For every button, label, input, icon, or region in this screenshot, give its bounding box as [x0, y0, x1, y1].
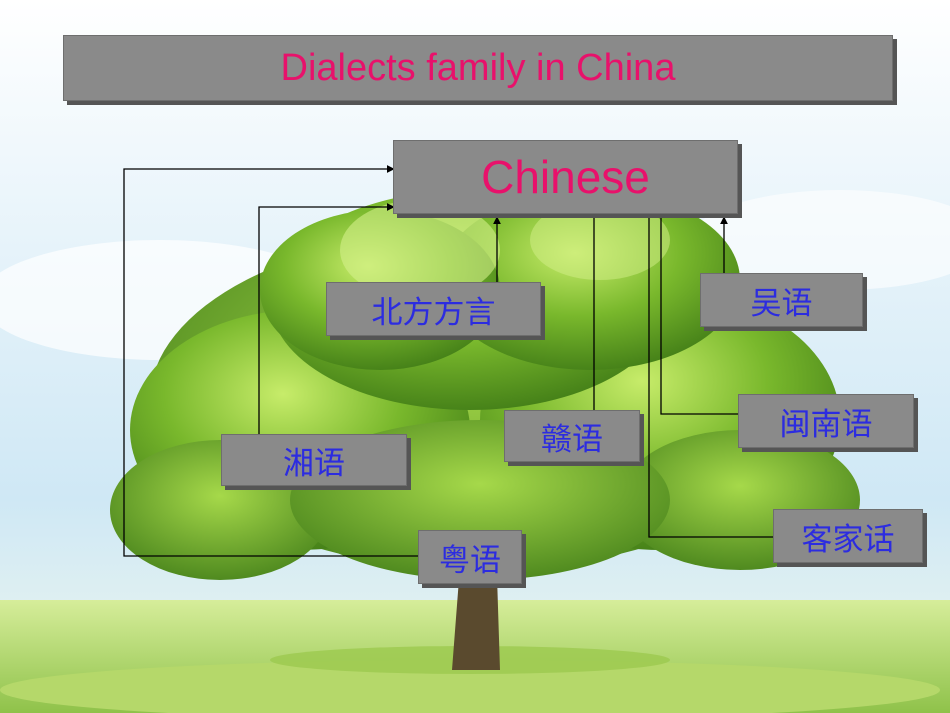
dialect-node-gan: 赣语 — [504, 410, 640, 462]
dialect-node-yue: 粤语 — [418, 530, 522, 584]
dialect-node-minnan: 闽南语 — [738, 394, 914, 448]
connector-yue — [123, 165, 418, 557]
slide-title: Dialects family in China — [63, 35, 893, 101]
connector-hakka — [645, 206, 773, 538]
dialect-node-hakka: 客家话 — [773, 509, 923, 563]
dialect-node-northern: 北方方言 — [326, 282, 541, 336]
dialect-node-wu: 吴语 — [700, 273, 863, 327]
root-node-chinese: Chinese — [393, 140, 738, 214]
connector-xiang — [258, 203, 395, 434]
connector-minnan — [657, 199, 738, 415]
dialect-node-xiang: 湘语 — [221, 434, 407, 486]
